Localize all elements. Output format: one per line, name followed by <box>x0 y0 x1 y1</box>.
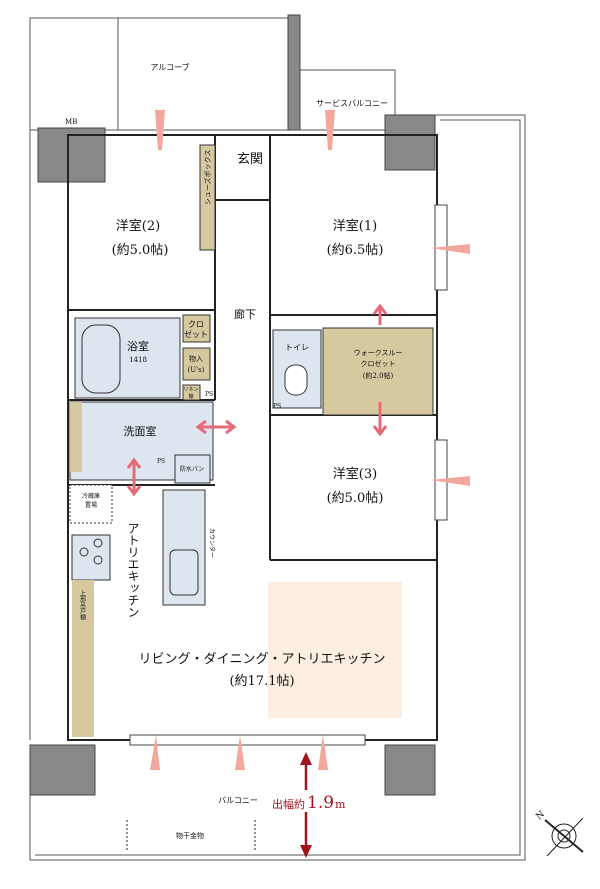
label-service-balcony: サービスバルコニー <box>316 99 388 108</box>
linen-shelf <box>182 384 201 401</box>
storage-us <box>182 347 211 381</box>
label-ps-1: PS <box>205 391 213 398</box>
fridge-space <box>69 484 113 524</box>
label-alcove: アルコーブ <box>150 62 189 72</box>
label-linen: リネン <box>183 387 198 393</box>
room1-size: (約6.5帖) <box>327 243 384 258</box>
label-ps-2: PS <box>157 458 165 465</box>
toilet-icon <box>284 364 308 396</box>
label-balcony: バルコニー <box>218 796 258 805</box>
label-hall: 廊下 <box>234 307 256 321</box>
vanity-icon <box>70 402 82 472</box>
label-storage: 物入 <box>189 354 203 363</box>
bathroom <box>74 317 181 399</box>
room1-name: 洋室(1) <box>333 218 377 234</box>
upper-cabinet-area <box>72 580 94 737</box>
label-waterproof-pan: 防水パン <box>180 465 204 473</box>
shoe-cabinet <box>199 144 216 251</box>
balcony-depth-arrow <box>300 752 312 858</box>
label-counter: カウンター <box>208 528 216 558</box>
label-washroom: 洗面室 <box>124 424 157 438</box>
label-toilet: トイレ <box>285 343 309 352</box>
label-wic-2: クロゼット <box>361 359 396 368</box>
kitchen-counter <box>162 489 206 606</box>
walls <box>29 14 436 796</box>
waterproof-pan-icon <box>174 454 211 484</box>
bathtub-icon <box>81 324 121 394</box>
room3-name: 洋室(3) <box>333 466 377 482</box>
walk-through-closet <box>322 327 434 416</box>
label-fridge: 冷蔵庫 <box>82 492 100 500</box>
label-closet: クロ <box>188 320 204 329</box>
label-upper-cabinet: 上部吊戸棚 <box>79 589 86 621</box>
label-entrance: 玄関 <box>237 152 263 167</box>
label-linen-2: 棚 <box>188 393 193 400</box>
stove <box>71 534 111 581</box>
label-closet-2: ゼット <box>184 329 208 339</box>
room3-size: (約5.0帖) <box>327 491 384 506</box>
ventilation-arrows <box>150 110 470 770</box>
label-atelier-kitchen: アトリエキッチン <box>126 522 140 618</box>
label-drying-rack: 物干金物 <box>176 831 204 840</box>
north-compass-icon <box>544 817 584 857</box>
ldk-name: リビング・ダイニング・アトリエキッチン <box>138 652 385 667</box>
room2-size: (約5.0帖) <box>112 243 169 258</box>
ldk-size: (約17.1帖) <box>229 674 294 689</box>
label-storage-2: (U's) <box>188 366 205 374</box>
door-open-arrows <box>126 303 388 497</box>
label-wic-1: ウォークスルー <box>354 349 403 357</box>
label-mb: MB <box>65 118 77 126</box>
label-shoe-cabinet: シューズボックス <box>203 150 212 205</box>
label-wic-3: (約2.0帖) <box>363 371 394 380</box>
room2-name: 洋室(2) <box>116 218 160 234</box>
label-fridge-2: 置場 <box>85 501 97 509</box>
label-bath-size: 1418 <box>129 356 147 364</box>
closet-small <box>182 314 211 343</box>
label-ps-3: PS <box>273 403 281 410</box>
label-bath: 浴室 <box>127 339 149 353</box>
sink-icon <box>169 549 199 596</box>
ldk-highlight-area <box>268 582 402 718</box>
